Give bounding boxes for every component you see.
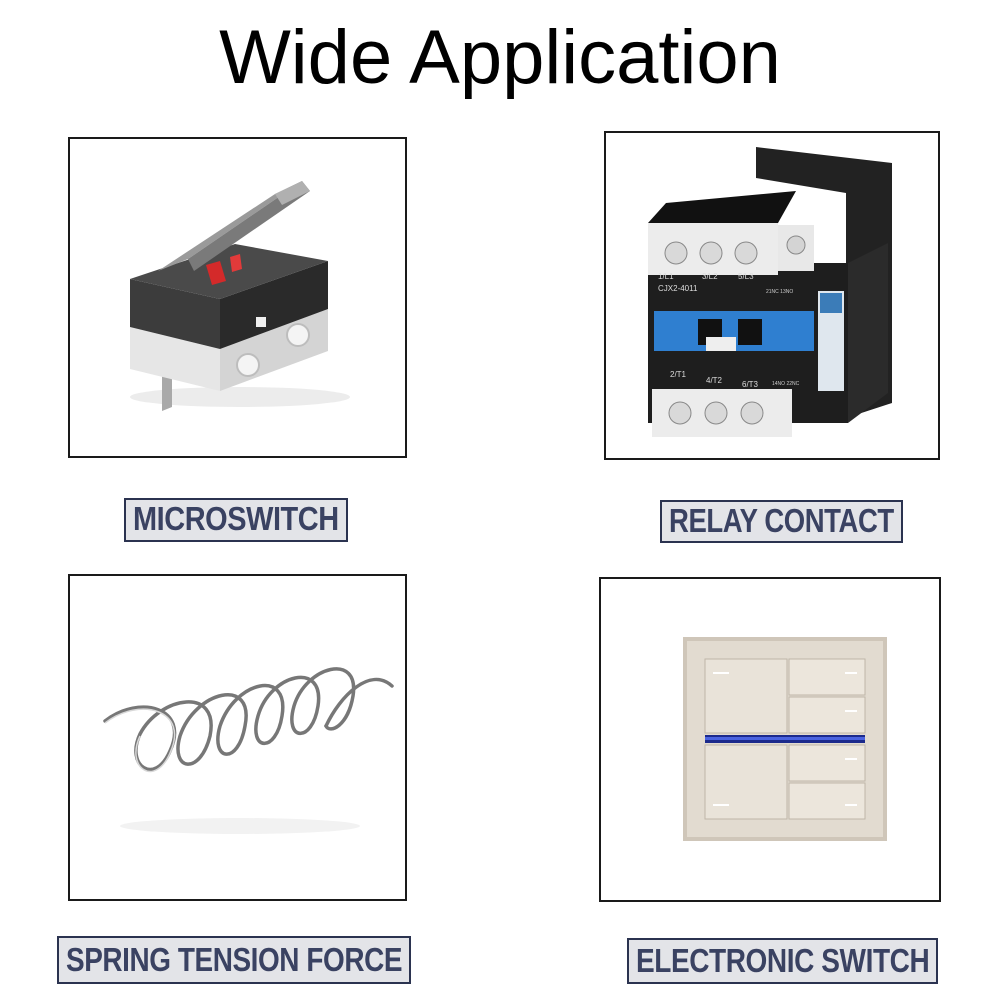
relay-panel: 1/L1 3/L2 5/L3 CJX2-4011 21NC 13NO 2/T1 …	[604, 131, 940, 460]
relay-terminal-3: 3/L2	[702, 272, 718, 281]
relay-terminal-4: 4/T2	[706, 376, 723, 385]
contactor-image: 1/L1 3/L2 5/L3 CJX2-4011 21NC 13NO 2/T1 …	[648, 147, 892, 437]
relay-side-top: 21NC 13NO	[766, 289, 793, 295]
spring-image	[103, 667, 394, 834]
relay-model: CJX2-4011	[658, 284, 698, 293]
microswitch-panel	[68, 137, 407, 458]
microswitch-image	[130, 181, 350, 411]
relay-terminal-6: 6/T3	[742, 380, 759, 389]
spring-panel	[68, 574, 407, 901]
spring-tension-force-label: SPRING TENSION FORCE	[57, 936, 411, 984]
switch-panel	[599, 577, 941, 902]
page-title: Wide Application	[219, 15, 781, 100]
wall-switch-image	[683, 637, 887, 841]
electronic-switch-label: ELECTRONIC SWITCH	[627, 938, 938, 984]
relay-terminal-1: 1/L1	[658, 272, 674, 281]
relay-side-bottom: 14NO 22NC	[772, 381, 800, 387]
microswitch-label: MICROSWITCH	[124, 498, 348, 542]
relay-terminal-2: 2/T1	[670, 370, 687, 379]
relay-terminal-5: 5/L3	[738, 272, 754, 281]
relay-contact-label: RELAY CONTACT	[660, 500, 903, 543]
